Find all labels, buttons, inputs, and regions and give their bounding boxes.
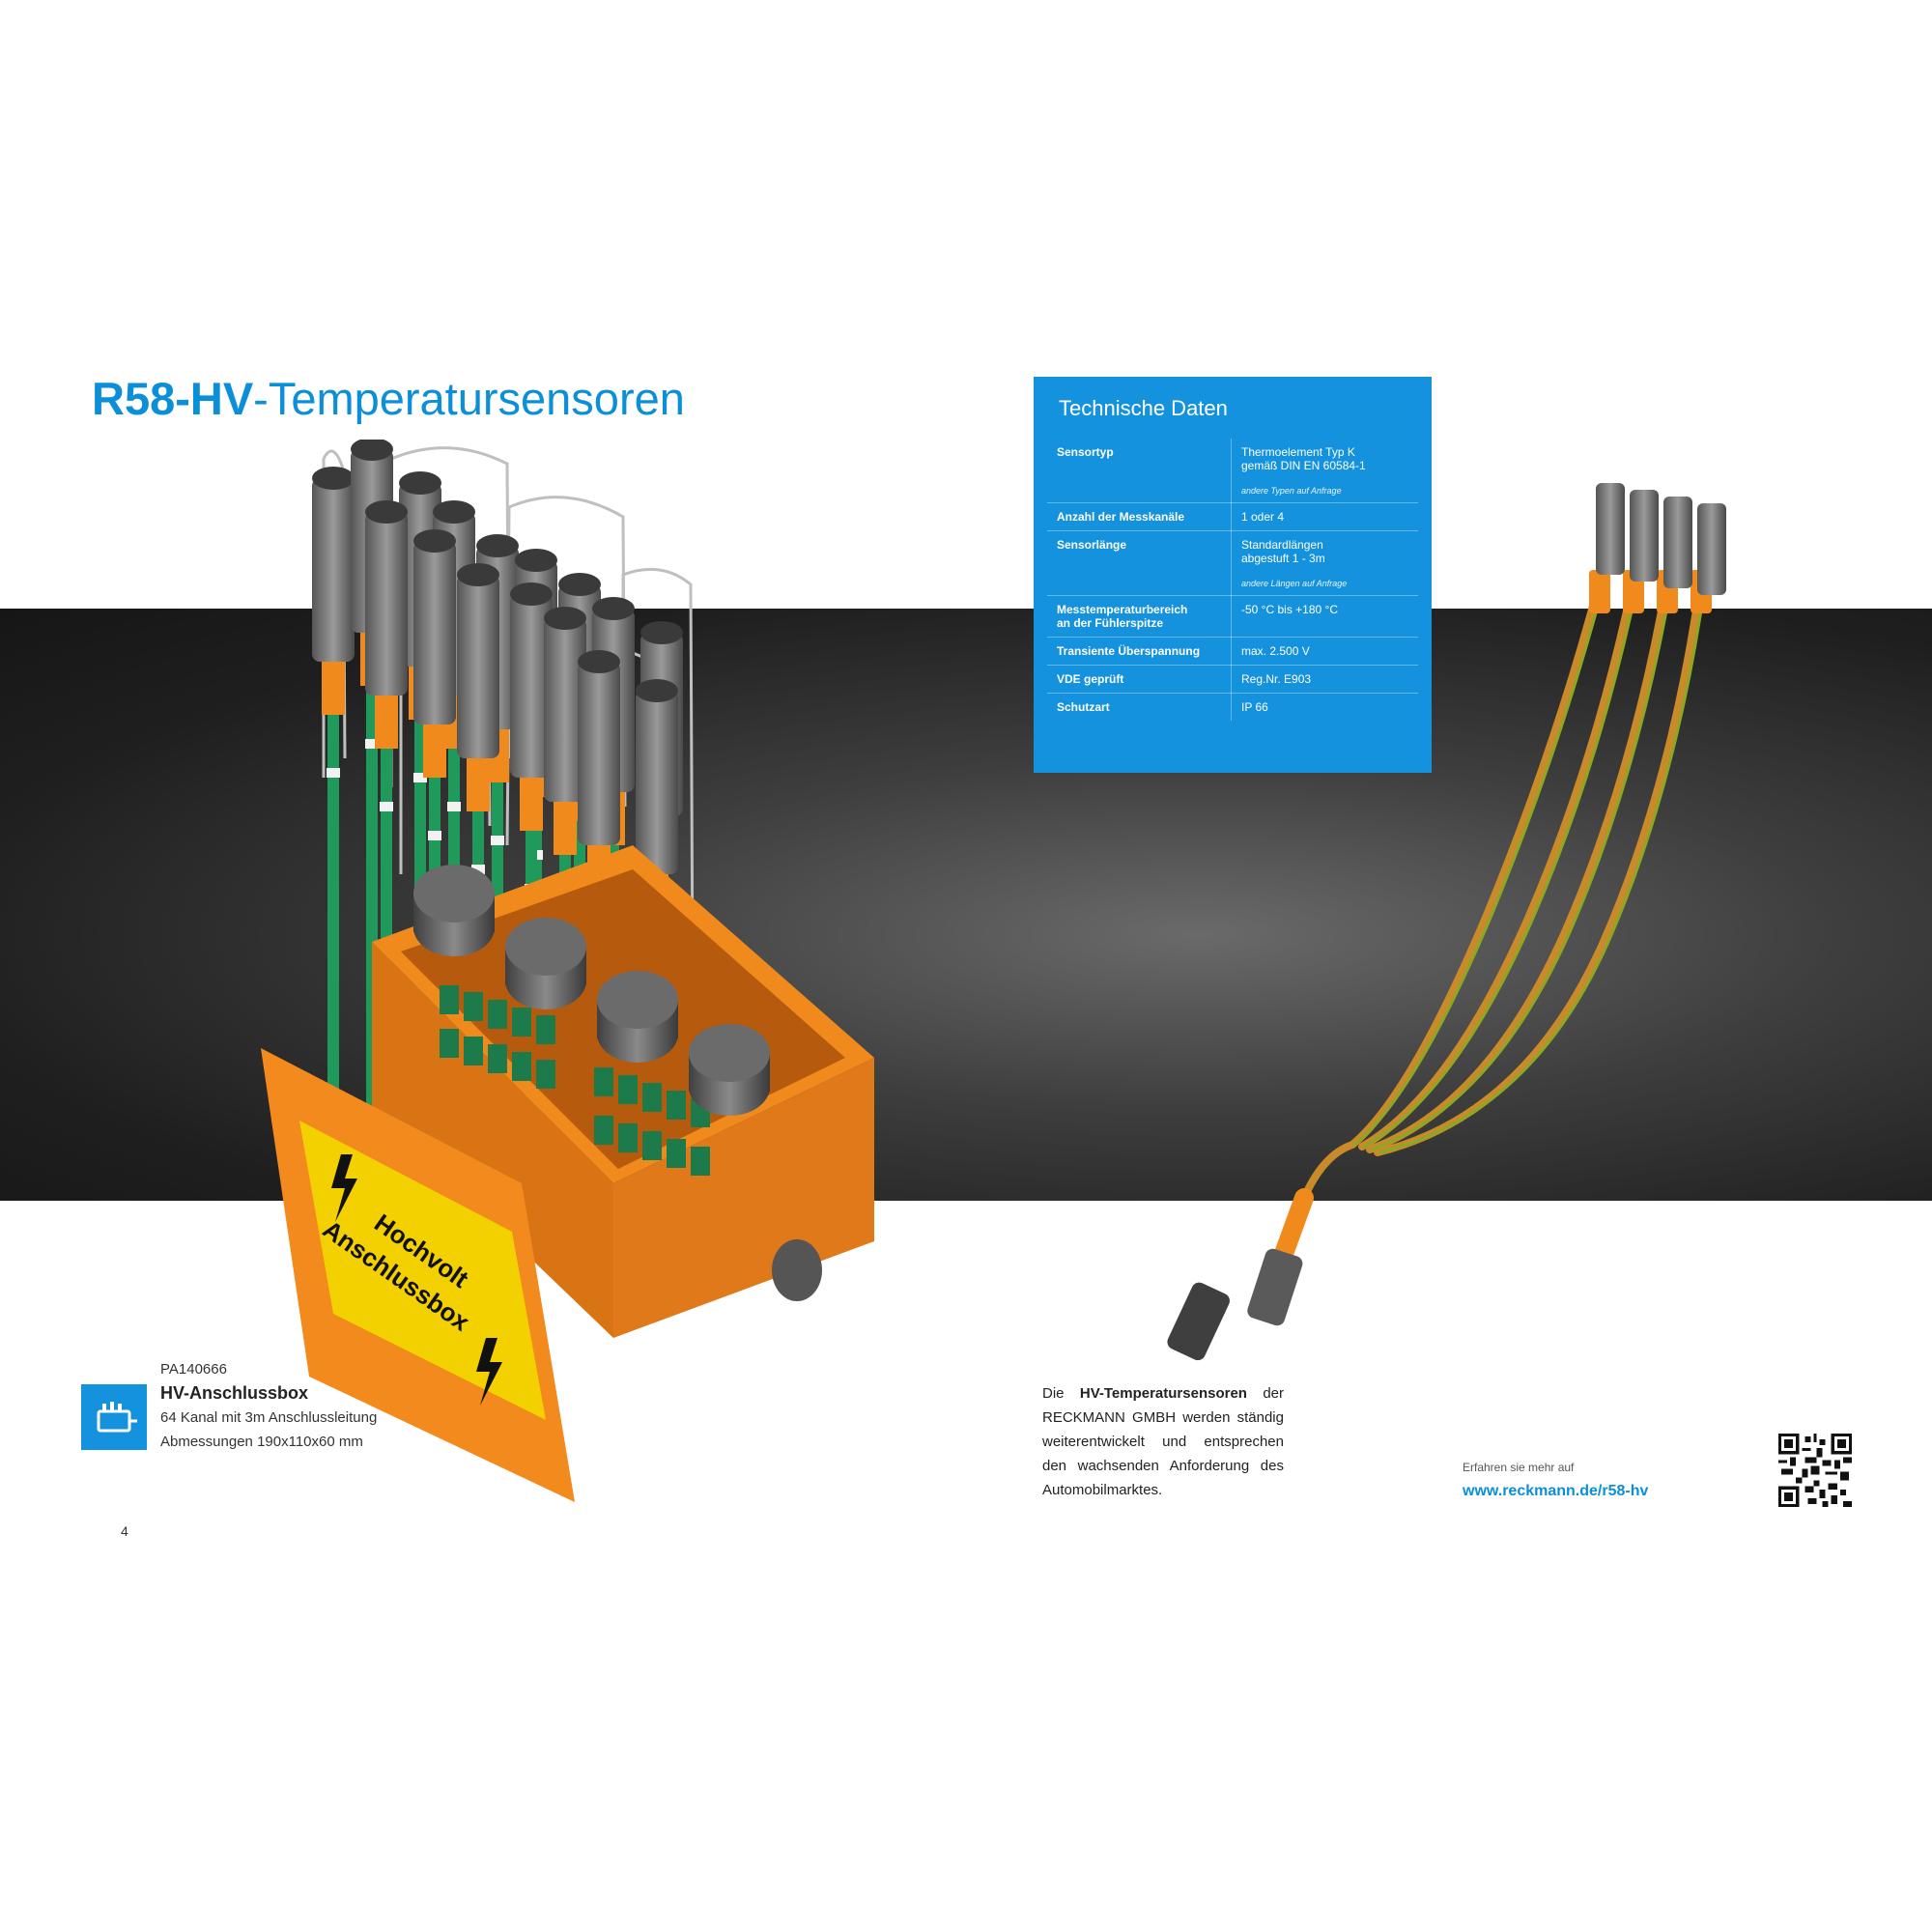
- title-bold: R58-HV: [92, 373, 254, 424]
- sensor-probe-part: [365, 739, 379, 749]
- box-left-side: [372, 942, 613, 1338]
- tech-value: IP 66: [1241, 700, 1268, 714]
- sensor-probe-part: [578, 662, 620, 845]
- sensor-probe-part: [640, 621, 683, 644]
- sensor-probe-part: [399, 471, 441, 495]
- junction-box-icon: [81, 1384, 147, 1450]
- sensor-probe-part: [578, 650, 620, 673]
- sensor-probe-part: [457, 575, 499, 758]
- tech-value: -50 °C bis +180 °C: [1231, 595, 1418, 638]
- product-description-2: Abmessungen 190x110x60 mm: [160, 1434, 363, 1450]
- page-title: R58-HV-Temperatursensoren: [92, 372, 685, 425]
- tech-key: Transiente Überspannung: [1047, 637, 1232, 666]
- sensor-probe-part: [447, 802, 461, 811]
- tech-value: max. 2.500 V: [1231, 637, 1418, 666]
- body-paragraph: Die HV-Temperatursensoren der RECKMANN G…: [1042, 1385, 1284, 1498]
- title-rest: -Temperatursensoren: [253, 373, 685, 424]
- tech-key: Schutzart: [1047, 693, 1232, 721]
- product-code: PA140666: [160, 1361, 227, 1378]
- sensor-probe-part: [413, 773, 427, 782]
- sensor-probe-part: [423, 720, 446, 778]
- sensor-probe-part: [327, 768, 340, 778]
- sensor-probe-part: [544, 618, 586, 802]
- tech-value: 1 oder 4: [1231, 502, 1418, 531]
- sensor-probe-part: [413, 529, 456, 553]
- product-name: HV-Anschlussbox: [160, 1383, 309, 1403]
- qr-code-icon[interactable]: [1778, 1434, 1852, 1507]
- table-row: Schutzart IP 66: [1047, 693, 1418, 721]
- sensor-probe-part: [365, 512, 408, 696]
- more-info-link[interactable]: www.reckmann.de/r58-hv: [1463, 1483, 1649, 1499]
- cable-glands: [413, 865, 822, 1301]
- sensor-probe-part: [476, 534, 519, 557]
- sensor-probe-part: [365, 500, 408, 524]
- sensor-probe-part: [491, 836, 504, 845]
- terminal-blocks: [440, 985, 710, 1176]
- page-number: 4: [121, 1523, 128, 1539]
- sensor-probe-part: [510, 594, 553, 778]
- sensor-probe-part: [312, 467, 355, 490]
- more-info-label: Erfahren sie mehr auf: [1463, 1461, 1575, 1474]
- tech-value: Reg.Nr. E903: [1231, 665, 1418, 694]
- sensor-probe-part: [312, 478, 355, 662]
- sensor-probe-part: [351, 440, 393, 461]
- tech-title: Technische Daten: [1059, 396, 1228, 420]
- sensor-probe-part: [636, 691, 678, 874]
- sensor-probe-part: [592, 597, 635, 620]
- table-row: Messtemperaturbereich an der Fühlerspitz…: [1047, 595, 1418, 638]
- sensor-probe-part: [375, 691, 398, 749]
- sensor-probe-part: [636, 679, 678, 702]
- sensor-probe-part: [413, 541, 456, 724]
- tech-note: andere Längen auf Anfrage: [1241, 579, 1348, 588]
- tech-key: Sensortyp: [1047, 439, 1232, 503]
- sensor-probe-part: [457, 563, 499, 586]
- tech-key: Anzahl der Messkanäle: [1047, 502, 1232, 531]
- product-description-1: 64 Kanal mit 3m Anschlussleitung: [160, 1409, 378, 1426]
- tech-value: Thermoelement Typ K gemäß DIN EN 60584-1…: [1231, 439, 1418, 503]
- box-right-side: [613, 1058, 874, 1338]
- sensor-probe-part: [327, 710, 339, 1125]
- tech-note: andere Typen auf Anfrage: [1241, 486, 1342, 496]
- sensor-probe-part: [520, 773, 543, 831]
- sensor-probe-part: [515, 549, 557, 572]
- tech-key: VDE geprüft: [1047, 665, 1232, 694]
- sensor-connectors: [1596, 483, 1726, 595]
- sensor-probe-part: [467, 753, 490, 811]
- sensor-probe-part: [380, 802, 393, 811]
- sensor-probe-part: [554, 797, 577, 855]
- four-channel-sensor-illustration: [1167, 483, 1726, 1361]
- sensor-probe-part: [433, 500, 475, 524]
- tech-key: Messtemperaturbereich an der Fühlerspitz…: [1047, 595, 1232, 638]
- sensor-probe-part: [544, 607, 586, 630]
- sensor-probe-part: [322, 657, 345, 715]
- high-voltage-icon: [476, 1338, 502, 1406]
- sensor-probe-part: [558, 573, 601, 596]
- tech-key: Sensorlänge: [1047, 530, 1232, 596]
- sensor-probe-part: [510, 582, 553, 606]
- high-voltage-icon: [331, 1154, 357, 1222]
- hv-junction-box-illustration: Hochvolt Anschlussbox: [261, 440, 874, 1502]
- sensor-probe-part: [471, 865, 485, 874]
- sensor-probe-part: [428, 831, 441, 840]
